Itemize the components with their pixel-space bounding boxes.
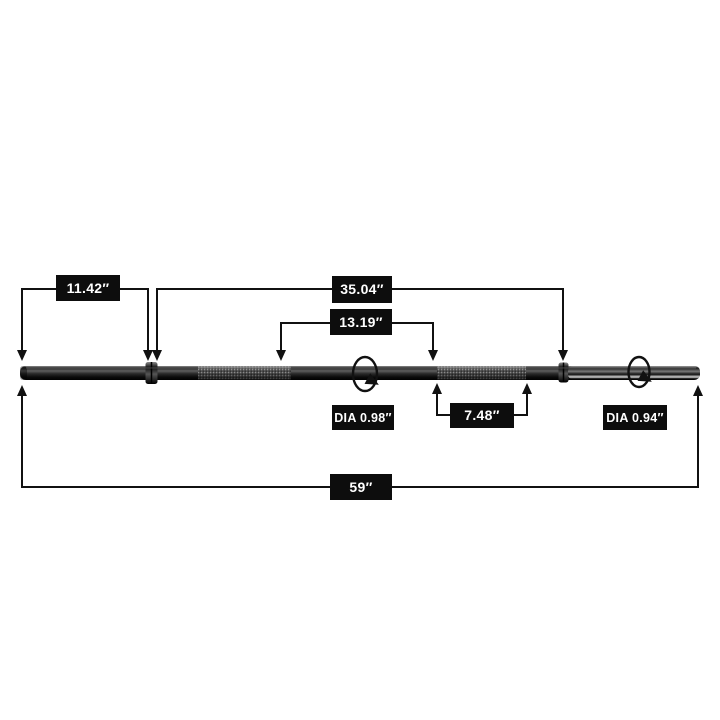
dia-label-box-0-94 [603, 405, 667, 430]
arrow-down-13-19-left [276, 350, 286, 361]
knurl-shade-right [437, 366, 526, 380]
bar-top-highlight [26, 367, 696, 369]
arrow-up-59-right [693, 385, 703, 396]
collar-ring-right [558, 362, 569, 383]
dimension-left-end-to-collar: 11.42″ [17, 275, 153, 361]
dimension-grip-knurl-section: 7.48″ [432, 383, 532, 428]
rotation-arrow-icon-sleeve [627, 355, 652, 389]
dim-label-35-04: 35.04″ [340, 281, 384, 297]
rotating-sleeve [568, 366, 700, 380]
dimension-total-length: 59″ [17, 385, 703, 500]
barbell-bar [20, 362, 700, 384]
dia-label-0-98: DIA 0.98″ [334, 411, 392, 425]
knurl-section-left [198, 366, 291, 380]
rotation-ellipse-sleeve [627, 355, 651, 389]
dim-label-box-13-19 [330, 309, 392, 335]
dimension-collar-to-collar: 35.04″ [152, 276, 568, 361]
arrow-down-35-04-left [152, 350, 162, 361]
rotation-arrowhead-sleeve [637, 370, 652, 382]
dia-label-box-0-98 [332, 405, 394, 430]
dim-label-box-7-48 [450, 403, 514, 428]
dim-label-box-11-42 [56, 275, 120, 301]
arrow-up-7-48-left [432, 383, 442, 394]
dim-label-7-48: 7.48″ [464, 407, 499, 423]
arrow-up-7-48-right [522, 383, 532, 394]
bar-end-left [20, 366, 27, 380]
dia-label-0-94: DIA 0.94″ [606, 411, 664, 425]
rotation-arrowhead-center [364, 373, 379, 385]
dimension-center-section: 13.19″ [276, 309, 438, 361]
knurl-section-right [437, 366, 526, 380]
rotation-ellipse-center [351, 355, 379, 393]
barbell-shaft [20, 366, 700, 380]
dim-label-11-42: 11.42″ [67, 280, 110, 296]
label-shaft-diameter: DIA 0.98″ [332, 405, 394, 430]
arrow-down-11-42-left [17, 350, 27, 361]
arrow-down-11-42-right [143, 350, 153, 361]
collar-ring-left [145, 362, 158, 384]
arrow-down-13-19-right [428, 350, 438, 361]
dim-label-13-19: 13.19″ [339, 314, 383, 330]
arrow-up-59-left [17, 385, 27, 396]
rotation-arrow-icon-center [351, 355, 379, 393]
dim-label-box-59 [330, 474, 392, 500]
label-sleeve-diameter: DIA 0.94″ [603, 405, 667, 430]
knurl-shade-left [198, 366, 291, 380]
dim-label-box-35-04 [332, 276, 392, 303]
dim-label-59: 59″ [349, 479, 372, 495]
arrow-down-35-04-right [558, 350, 568, 361]
